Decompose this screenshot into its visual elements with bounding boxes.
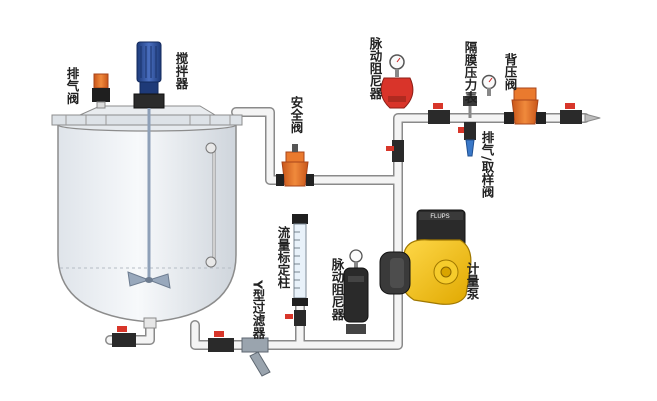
safety-valve xyxy=(276,144,314,187)
hand-valve xyxy=(560,103,582,124)
hand-valve xyxy=(112,326,136,347)
metering-pump: FLUPS xyxy=(379,209,472,305)
y-filter xyxy=(241,337,271,377)
exhaust-sampling-valve xyxy=(458,122,476,157)
diaphragm-pressure-gauge xyxy=(463,92,477,118)
hand-valve xyxy=(208,331,234,352)
label-exhaust-valve-tank: 排气阀 xyxy=(65,66,80,105)
hand-valve xyxy=(386,140,404,162)
label-pulse-damper-bottom: 脉动阻尼器 xyxy=(330,257,345,321)
agitator xyxy=(127,41,171,289)
label-pulse-damper-top: 脉动阻尼器 xyxy=(368,36,383,100)
label-back-pressure-valve: 背压阀 xyxy=(503,52,518,91)
hand-valve xyxy=(428,103,450,124)
tank-exhaust-valve xyxy=(92,73,110,109)
label-y-filter: Y型过滤器 xyxy=(251,279,266,340)
label-diaphragm-gauge: 隔膜压力表 xyxy=(463,40,478,104)
label-metering-pump: 计量泵 xyxy=(465,261,480,300)
level-gauge xyxy=(205,142,217,268)
back-pressure-valve xyxy=(481,74,546,125)
pulse-damper-bottom xyxy=(343,249,369,334)
labels: 排气阀 搅拌器 安全阀 脉动阻尼器 隔膜压力表 背压阀 排气/取样阀 流量标定柱… xyxy=(65,36,518,340)
label-agitator: 搅拌器 xyxy=(174,51,189,90)
pump-brand-label: FLUPS xyxy=(430,214,449,220)
flow-calibration-column xyxy=(285,214,308,326)
label-exhaust-sampling-valve: 排气/取样阀 xyxy=(480,130,495,199)
mixing-tank xyxy=(51,105,243,329)
pulse-damper-top xyxy=(380,54,414,109)
label-safety-valve: 安全阀 xyxy=(289,95,304,134)
label-flow-column: 流量标定柱 xyxy=(276,225,291,289)
